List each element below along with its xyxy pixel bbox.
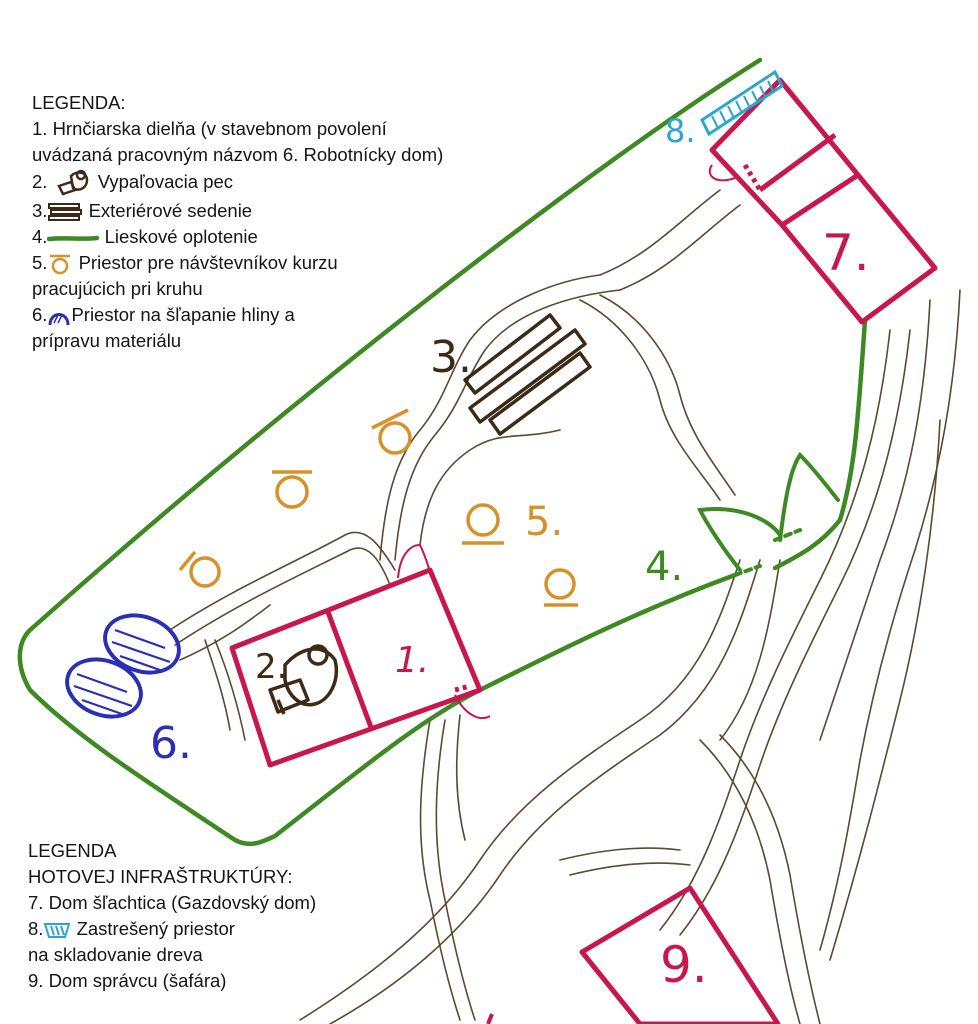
door-arc-1b <box>454 694 491 720</box>
legend-item-3-text: Exteriérové sedenie <box>88 200 253 221</box>
legend-item-3-num: 3. <box>32 200 48 221</box>
legend-item-2-text: Vypaľovacia pec <box>97 170 234 192</box>
legend-item-4: 4. Lieskové oplotenie <box>32 224 432 250</box>
door-arc-7 <box>708 164 736 182</box>
legend-title: LEGENDA: <box>32 92 126 113</box>
fence-line-icon <box>47 231 100 245</box>
legend-item-6-num: 6. <box>32 304 48 326</box>
house-9-fragment <box>486 1013 494 1024</box>
legend-item-4-num: 4. <box>32 226 48 247</box>
woodshed-icon <box>43 921 71 939</box>
legend-item-5-line2: pracujúcich pri kruhu <box>32 278 203 300</box>
label-building-1: 1. <box>395 640 429 681</box>
label-fence-4: 4. <box>645 544 683 590</box>
legend-item-2: 2. Vypaľovacia pec <box>32 168 432 198</box>
house-7 <box>709 77 938 325</box>
woodshed-8 <box>700 69 784 137</box>
label-house-9: 9. <box>660 936 708 994</box>
legend-top: LEGENDA: 1. Hrnčiarska dielňa (v stavebn… <box>32 90 444 354</box>
legend-bottom-title-1: LEGENDA <box>28 840 117 861</box>
legend-item-5-num: 5. <box>32 252 48 273</box>
clay-areas-6 <box>65 613 181 719</box>
pottery-wheel-icon <box>47 252 73 276</box>
gate <box>696 451 840 577</box>
legend-item-9: 9. Dom správcu (šafára) <box>28 970 227 991</box>
legend-bottom-title-2: HOTOVEJ INFRAŠTRUKTÚRY: <box>28 866 293 887</box>
seating-3 <box>463 313 592 436</box>
label-woodshed-8: 8. <box>665 112 696 150</box>
clay-pit-icon <box>47 305 71 327</box>
label-clay-6: 6. <box>150 718 192 769</box>
kiln-icon <box>53 168 93 198</box>
legend-item-7: 7. Dom šľachtica (Gazdovský dom) <box>28 892 317 913</box>
label-seating-3: 3. <box>430 332 472 383</box>
legend-bottom: LEGENDA HOTOVEJ INFRAŠTRUKTÚRY: 7. Dom š… <box>28 838 388 994</box>
legend-item-6: 6. Priestor na šľapanie hliny a <box>32 302 432 328</box>
label-visitors-5: 5. <box>525 499 563 545</box>
legend-item-5: 5. Priestor pre návštevníkov kurzu <box>32 250 432 276</box>
legend-item-5-line1: Priestor pre návštevníkov kurzu <box>78 252 338 273</box>
legend-item-1-line1: 1. Hrnčiarska dielňa (v stavebnom povole… <box>32 118 387 139</box>
legend-item-8-num: 8. <box>28 918 44 939</box>
legend-item-8-line1: Zastrešený priestor <box>76 918 235 939</box>
building-1 <box>229 567 483 768</box>
door-arc-1a <box>397 543 431 579</box>
legend-item-6-line2: prípravu materiálu <box>32 330 182 352</box>
kiln-2 <box>268 644 338 715</box>
pottery-wheels-5 <box>178 408 578 607</box>
footpaths <box>169 189 961 1024</box>
bench-icon <box>47 201 83 223</box>
legend-item-1-line2: uvádzaná pracovným názvom 6. Robotnícky … <box>32 144 444 165</box>
legend-item-6-line1: Priestor na šľapanie hliny a <box>71 304 295 326</box>
legend-item-3: 3. Exteriérové sedenie <box>32 198 432 224</box>
legend-item-8-line2: na skladovanie dreva <box>28 944 203 965</box>
legend-item-8: 8. Zastrešený priestor <box>28 916 388 942</box>
house-9 <box>579 885 781 1024</box>
legend-item-4-text: Lieskové oplotenie <box>104 226 258 247</box>
label-house-7: 7. <box>822 224 870 282</box>
legend-item-2-num: 2. <box>32 170 48 192</box>
label-kiln-2: 2. <box>255 647 287 687</box>
